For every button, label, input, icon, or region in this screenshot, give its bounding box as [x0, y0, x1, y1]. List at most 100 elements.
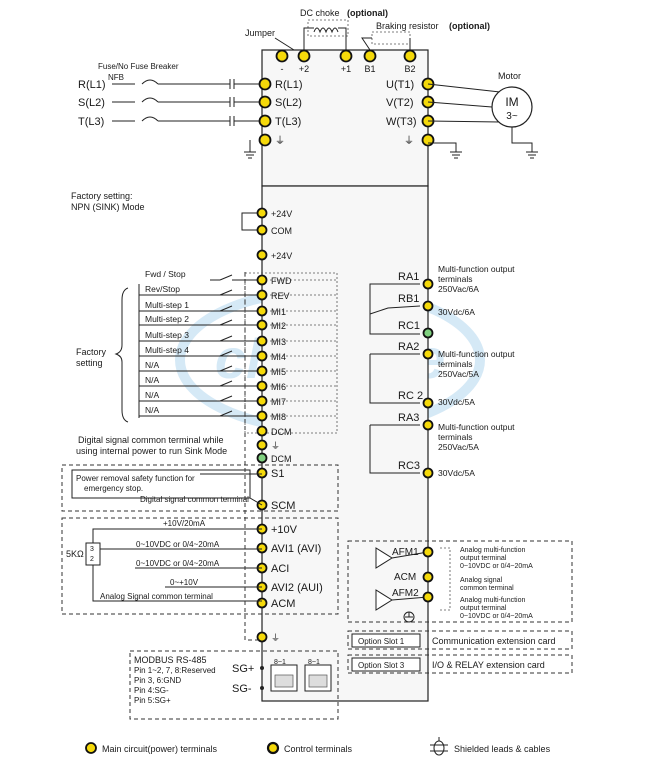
- terminal-plus24v[interactable]: [256, 207, 268, 219]
- shield-legend-icon: [430, 737, 448, 756]
- ground-glyph-ctrl-2: ⏚: [271, 633, 280, 643]
- afm2-desc: 0~10VDC or 0/4~20mA: [460, 613, 533, 620]
- terminal-mi1[interactable]: [256, 305, 268, 317]
- port2-pins: 8~1: [308, 659, 320, 666]
- factory-setting-line2: NPN (SINK) Mode: [71, 202, 145, 212]
- relay1-desc-1: Multi-function output: [438, 264, 515, 274]
- option-slot-3-desc: I/O & RELAY extension card: [432, 660, 545, 670]
- input-label-right: T(L3): [275, 116, 301, 128]
- input-ground-icon: [244, 140, 256, 159]
- braking-resistor-icon: [361, 31, 411, 51]
- output-ground-terminal[interactable]: [421, 133, 435, 147]
- terminal-mi1-label: MI1: [271, 307, 286, 317]
- input-terminal-1[interactable]: [258, 95, 272, 109]
- top-terminal-0[interactable]: [275, 49, 289, 63]
- top-terminal-label: B2: [404, 64, 415, 74]
- potentiometer-icon: 5KΩ 3 2: [66, 528, 262, 602]
- terminal-rc3-label: RC3: [398, 460, 420, 472]
- input-terminal-0[interactable]: [258, 77, 272, 91]
- modbus-pin-line: Pin 1~2, 7, 8:Reserved: [134, 666, 216, 675]
- modbus-box: [129, 650, 339, 720]
- terminal-plus24v-2[interactable]: [256, 249, 268, 261]
- terminal-avi1-label: AVI1 (AVI): [271, 543, 321, 555]
- input-terminal-2[interactable]: [258, 114, 272, 128]
- terminal-afm-acm[interactable]: [422, 571, 434, 583]
- terminal-dcm-label: DCM: [271, 427, 292, 437]
- range1-label: 0~10VDC or 0/4~20mA: [136, 540, 220, 549]
- terminal-afm2[interactable]: [422, 591, 434, 603]
- terminal-mi8[interactable]: [256, 410, 268, 422]
- option-slot-1-desc: Communication extension card: [432, 636, 556, 646]
- terminal-mi6[interactable]: [256, 380, 268, 392]
- option-slot-3-box: [347, 654, 573, 674]
- terminal-rev-label: REV: [271, 291, 290, 301]
- terminal-mi6-label: MI6: [271, 382, 286, 392]
- afm1-desc: Analog multi-function: [460, 547, 525, 554]
- afm1-label: AFM1: [392, 547, 419, 558]
- terminal-ra3-label: RA3: [398, 412, 419, 424]
- dc-choke-optional: (optional): [347, 8, 388, 18]
- terminal-acm[interactable]: [256, 597, 268, 609]
- afm-acm-label: ACM: [394, 572, 416, 583]
- legend: Main circuit(power) terminals Control te…: [85, 737, 551, 756]
- pot-label: 5KΩ: [66, 549, 84, 559]
- top-terminal-3[interactable]: [363, 49, 377, 63]
- afm2-desc: output terminal: [460, 605, 507, 612]
- afm-acm-desc: Analog signal: [460, 577, 502, 584]
- modbus-pin-line: Pin 3, 6:GND: [134, 676, 181, 685]
- terminal-com[interactable]: [256, 224, 268, 236]
- afm-box: [347, 540, 573, 623]
- terminal-rc2[interactable]: [422, 397, 434, 409]
- dc-choke-label: DC choke: [300, 8, 340, 18]
- terminal-rc2-label: RC 2: [398, 390, 423, 402]
- terminal-ground-1[interactable]: [256, 439, 268, 451]
- terminal-rc1[interactable]: [422, 327, 434, 339]
- terminal-fwd[interactable]: [256, 274, 268, 286]
- terminal-dcm-2[interactable]: [256, 452, 268, 464]
- terminal-mi5[interactable]: [256, 365, 268, 377]
- afm-ground-icon: [403, 611, 415, 623]
- top-terminal-4[interactable]: [403, 49, 417, 63]
- terminal-mi7[interactable]: [256, 395, 268, 407]
- input-ground-terminal[interactable]: [258, 133, 272, 147]
- top-terminal-label: +2: [299, 64, 309, 74]
- input-lines: R(L1)R(L1)S(L2)S(L2)T(L3)T(L3)⏚: [78, 77, 303, 147]
- port1-pins: 8~1: [274, 659, 286, 666]
- terminal-mi8-label: MI8: [271, 412, 286, 422]
- terminal-mi2[interactable]: [256, 319, 268, 331]
- afm2-amp-icon: [375, 589, 429, 611]
- terminal-acm-label: ACM: [271, 598, 295, 610]
- factory-word1: Factory: [76, 347, 107, 357]
- range3-label: 0~+10V: [170, 578, 199, 587]
- terminal-ground-2[interactable]: [256, 631, 268, 643]
- terminal-mi3[interactable]: [256, 335, 268, 347]
- range2-label: 0~10VDC or 0/4~20mA: [136, 559, 220, 568]
- terminal-rb1[interactable]: [422, 300, 434, 312]
- top-terminal-2[interactable]: [339, 49, 353, 63]
- factory-brace: [114, 287, 129, 423]
- top-terminal-1[interactable]: [297, 49, 311, 63]
- analog-common-label: Analog Signal common terminal: [100, 592, 213, 601]
- relay3-desc-3: 250Vac/5A: [438, 442, 479, 452]
- relay1-desc-4: 30Vdc/6A: [438, 307, 475, 317]
- terminal-dcm[interactable]: [256, 425, 268, 437]
- terminal-ra2[interactable]: [422, 348, 434, 360]
- input-function-label: Multi-step 4: [145, 345, 189, 355]
- terminal-rc1-label: RC1: [398, 320, 420, 332]
- terminal-s1[interactable]: [256, 467, 268, 479]
- option-slot-1-label: Option Slot 1: [358, 637, 405, 646]
- terminal-rc3[interactable]: [422, 467, 434, 479]
- terminal-afm1[interactable]: [422, 546, 434, 558]
- terminal-avi1[interactable]: [256, 542, 268, 554]
- motor-phase: 3~: [506, 111, 518, 122]
- terminal-ra3[interactable]: [422, 419, 434, 431]
- input-function-label: Rev/Stop: [145, 284, 180, 294]
- terminal-rev[interactable]: [256, 289, 268, 301]
- terminal-ra1[interactable]: [422, 278, 434, 290]
- terminal-mi4[interactable]: [256, 350, 268, 362]
- output-lines: U(T1)V(T2)W(T3)⏚: [386, 77, 501, 147]
- relay3-desc-1: Multi-function output: [438, 422, 515, 432]
